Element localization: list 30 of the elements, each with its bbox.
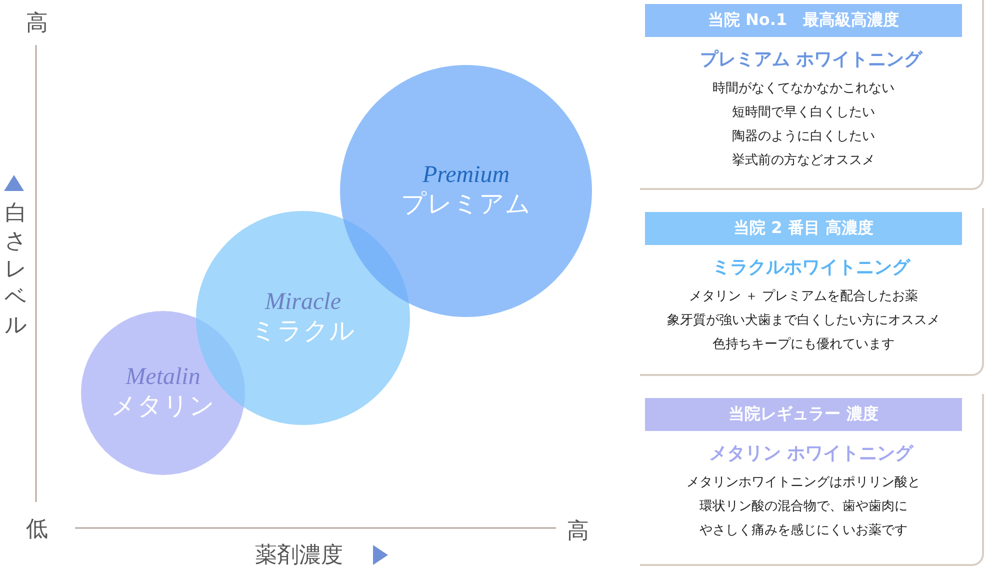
english-label: Miracle <box>265 288 341 315</box>
axis-high-label: 高 <box>26 10 48 38</box>
english-label: Premium <box>422 162 510 188</box>
english-label: Metalin <box>126 364 200 390</box>
japanese-label: メタリン <box>111 390 215 422</box>
japanese-label: プレミアム <box>401 188 531 220</box>
axis-high-label: 高 <box>567 518 589 546</box>
axis-title: 白さレベル <box>4 200 28 340</box>
description-text: メタリン ＋ プレミアムを配合したお薬 <box>688 288 920 306</box>
description-text: メタリンホワイトニングはポリリン酸と <box>686 474 922 492</box>
axis-low-label: 低 <box>26 516 48 544</box>
description-text: やさしく痛みを感じにくいお薬です <box>698 522 908 540</box>
japanese-label: ミラクル <box>251 314 355 347</box>
card-title: プレミアム ホワイトニング <box>698 48 924 71</box>
header-band: 当院 2 番目 高濃度 <box>645 212 962 245</box>
info-card <box>640 208 984 376</box>
axis-title: 薬剤濃度 <box>255 542 343 568</box>
description-text: 挙式前の方などオススメ <box>731 152 876 170</box>
info-card <box>640 0 984 190</box>
card-title: ミラクルホワイトニング <box>711 256 912 279</box>
description-text: 色持ちキープにも優れています <box>712 336 896 354</box>
header-band: 当院 No.1 最高級高濃度 <box>645 4 962 37</box>
description-text: 環状リン酸の混合物で、歯や歯肉に <box>698 498 908 516</box>
description-text: 短時間で早く白くしたい <box>731 104 876 122</box>
description-text: 時間がなくてなかなかこれない <box>712 80 896 98</box>
card-title: メタリン ホワイトニング <box>708 442 915 465</box>
header-band: 当院レギュラー 濃度 <box>645 398 962 431</box>
info-card <box>640 394 984 566</box>
description-text: 陶器のように白くしたい <box>731 128 876 146</box>
description-text: 象牙質が強い犬歯まで白くしたい方にオススメ <box>666 312 941 330</box>
